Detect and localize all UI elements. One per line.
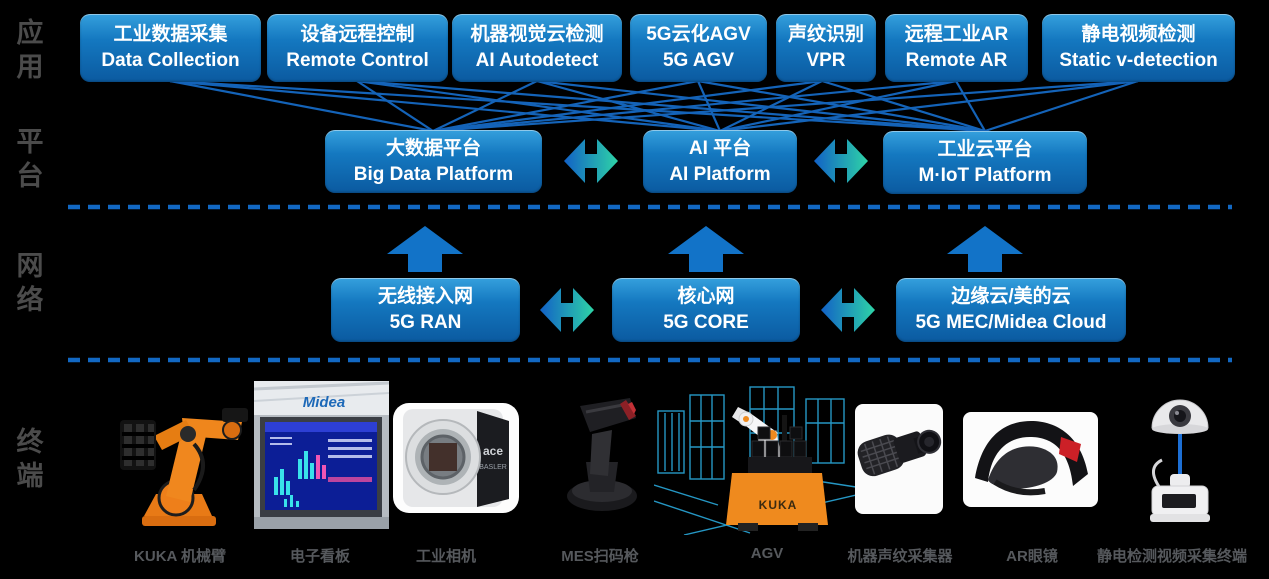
camera-series-text: ace xyxy=(483,444,503,458)
app-box-vpr: 声纹识别 VPR xyxy=(776,14,876,82)
up-arrows xyxy=(387,226,1023,272)
platform-box-ai-en: AI Platform xyxy=(669,163,771,185)
terminal-label-kuka-arm: KUKA 机械臂 xyxy=(134,548,226,565)
double-arrow-platform-1 xyxy=(564,139,618,183)
app-box-static-v-detection-cn: 静电视频检测 xyxy=(1081,24,1196,46)
app-box-5g-agv-en: 5G AGV xyxy=(662,50,735,71)
app-box-remote-ar-cn: 远程工业AR xyxy=(904,24,1009,46)
ar-glasses-photo xyxy=(963,412,1098,507)
network-box-5g-ran-en: 5G RAN xyxy=(389,312,462,333)
app-box-data-collection-en: Data Collection xyxy=(101,50,240,71)
network-box-5g-ran-cn: 无线接入网 xyxy=(377,286,473,308)
terminal-label-static-terminal: 静电检测视频采集终端 xyxy=(1096,548,1248,565)
app-box-static-v-detection-en: Static v-detection xyxy=(1059,50,1218,71)
electronic-dashboard-photo: Midea xyxy=(254,381,389,529)
network-box-5g-core-cn: 核心网 xyxy=(677,286,735,308)
terminal-label-voiceprint: 机器声纹采集器 xyxy=(847,548,953,565)
platform-box-miot-en: M·IoT Platform xyxy=(918,164,1052,186)
terminal-label-industrial-cam: 工业相机 xyxy=(415,548,477,565)
app-box-5g-agv-cn: 5G云化AGV xyxy=(646,24,751,46)
network-box-5g-mec-en: 5G MEC/Midea Cloud xyxy=(915,312,1107,333)
kuka-robot-arm-photo xyxy=(120,408,248,526)
platform-box-big-data-en: Big Data Platform xyxy=(353,163,514,185)
industrial-camera-photo: ace BASLER xyxy=(393,403,519,513)
agv-brand-text: KUKA xyxy=(759,498,798,512)
terminal-label-ar-glasses: AR眼镜 xyxy=(1006,548,1058,565)
platform-box-ai: AI 平台 AI Platform xyxy=(643,130,797,193)
camera-brand-text: BASLER xyxy=(479,464,507,471)
app-box-vpr-cn: 声纹识别 xyxy=(787,24,864,46)
layer-label-application: 应用 xyxy=(16,18,44,82)
network-box-5g-mec: 边缘云/美的云 5G MEC/Midea Cloud xyxy=(896,278,1126,342)
double-arrow-platform-2 xyxy=(814,139,868,183)
app-box-data-collection: 工业数据采集 Data Collection xyxy=(80,14,261,82)
layer-label-terminal: 终端 xyxy=(16,427,44,491)
app-box-5g-agv: 5G云化AGV 5G AGV xyxy=(630,14,767,82)
voiceprint-collector-photo xyxy=(855,404,943,514)
terminal-label-mes-scanner: MES扫码枪 xyxy=(561,548,639,565)
app-box-static-v-detection: 静电视频检测 Static v-detection xyxy=(1042,14,1235,82)
platform-box-big-data-cn: 大数据平台 xyxy=(385,137,481,159)
layer-label-network: 网络 xyxy=(16,251,44,315)
network-box-5g-core-en: 5G CORE xyxy=(663,312,749,333)
app-box-remote-control-en: Remote Control xyxy=(286,50,429,71)
platform-box-big-data: 大数据平台 Big Data Platform xyxy=(325,130,542,193)
double-arrow-network-1 xyxy=(540,288,594,332)
dashboard-brand-text: Midea xyxy=(303,394,346,411)
platform-box-miot: 工业云平台 M·IoT Platform xyxy=(883,131,1087,194)
up-arrow-mec xyxy=(947,226,1023,272)
app-platform-mesh xyxy=(169,79,1139,133)
terminal-label-agv: AGV xyxy=(750,545,784,562)
network-box-5g-mec-cn: 边缘云/美的云 xyxy=(951,286,1071,308)
layer-label-platform: 平台 xyxy=(16,127,44,191)
terminal-label-e-board: 电子看板 xyxy=(289,548,351,565)
app-box-ai-autodetect-en: AI Autodetect xyxy=(475,50,599,71)
app-box-remote-control: 设备远程控制 Remote Control xyxy=(267,14,448,82)
barcode-scanner-photo xyxy=(567,398,637,511)
network-box-5g-core: 核心网 5G CORE xyxy=(612,278,800,342)
app-box-vpr-en: VPR xyxy=(806,50,846,71)
app-box-ai-autodetect-cn: 机器视觉云检测 xyxy=(470,24,604,46)
app-box-remote-control-cn: 设备远程控制 xyxy=(300,24,415,46)
network-box-5g-ran: 无线接入网 5G RAN xyxy=(331,278,520,342)
app-box-remote-ar-en: Remote AR xyxy=(905,50,1008,71)
app-box-ai-autodetect: 机器视觉云检测 AI Autodetect xyxy=(452,14,622,82)
up-arrow-core xyxy=(668,226,744,272)
app-box-data-collection-cn: 工业数据采集 xyxy=(113,24,228,46)
agv-robot-photo: KUKA xyxy=(654,386,856,535)
double-arrow-network-2 xyxy=(821,288,875,332)
app-box-remote-ar: 远程工业AR Remote AR xyxy=(885,14,1028,82)
up-arrow-ran xyxy=(387,226,463,272)
dome-camera-terminal-photo xyxy=(1150,399,1210,522)
platform-box-miot-cn: 工业云平台 xyxy=(937,138,1033,160)
platform-box-ai-cn: AI 平台 xyxy=(688,137,752,159)
